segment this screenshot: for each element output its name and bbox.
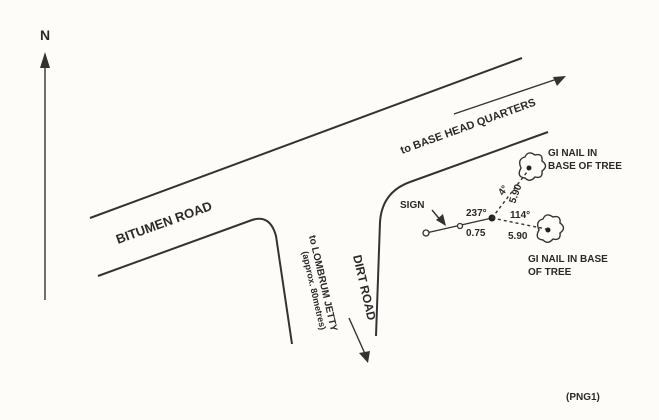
- sign-marker: [422, 229, 430, 237]
- angle-to-sign: 237°: [466, 208, 487, 219]
- tree-upper: GI NAIL IN BASE OF TREE: [518, 148, 622, 181]
- reference-code: (PNG1): [566, 392, 600, 403]
- tree-upper-label-line1: GI NAIL IN: [548, 148, 597, 159]
- base-hq-direction: to BASE HEAD QUARTERS: [399, 76, 566, 157]
- north-label: N: [40, 27, 50, 43]
- distance-upper: 5.90: [507, 183, 524, 205]
- distance-to-sign: 0.75: [466, 228, 486, 239]
- base-hq-label: to BASE HEAD QUARTERS: [399, 97, 537, 157]
- tree-lower-icon: [536, 214, 565, 243]
- tree-upper-icon: [518, 152, 547, 181]
- sign-post-marker: [456, 222, 464, 230]
- bitumen-road: [89, 57, 549, 345]
- angle-lower: 114°: [510, 210, 530, 221]
- distance-lower: 5.90: [508, 231, 528, 242]
- dirt-road-label: DIRT ROAD: [350, 254, 379, 322]
- tree-lower-label-line1: GI NAIL IN BASE: [528, 254, 608, 265]
- tree-upper-label-line2: BASE OF TREE: [548, 161, 622, 172]
- sign-label: SIGN: [400, 200, 424, 211]
- tree-lower-label-line2: OF TREE: [528, 267, 572, 278]
- tree-lower: GI NAIL IN BASE OF TREE: [528, 214, 608, 278]
- survey-sketch: SIGN 237° 0.75 4° 5.90 114° 5.90: [400, 171, 547, 242]
- north-arrow: N: [40, 27, 50, 300]
